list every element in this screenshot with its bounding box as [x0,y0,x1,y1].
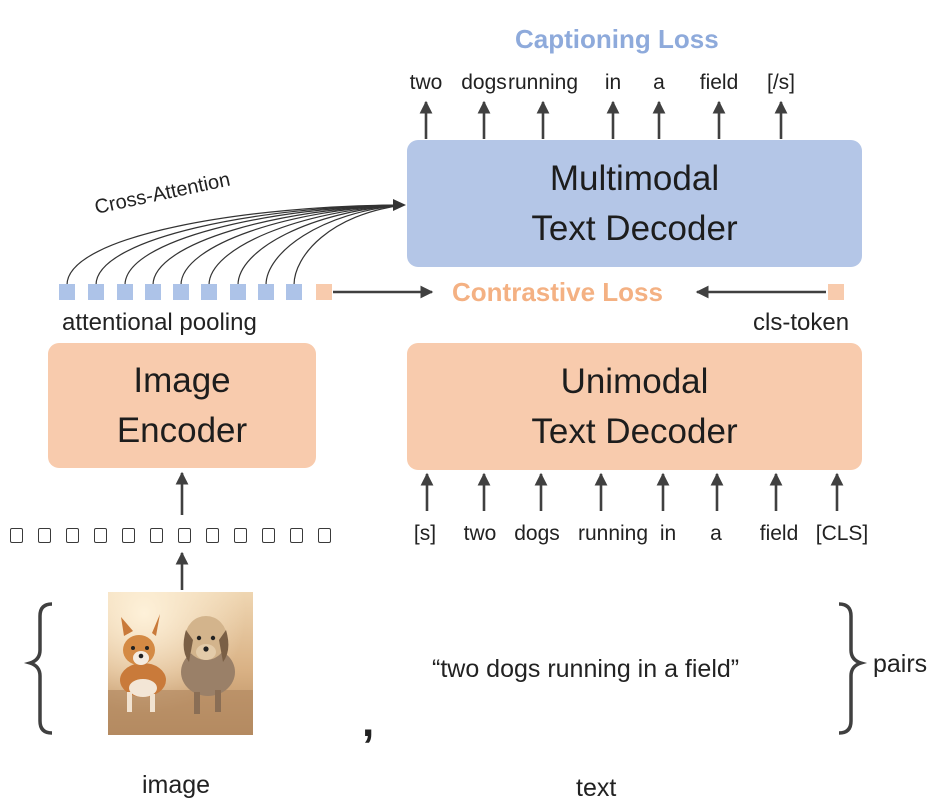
dogs-photo [108,592,253,735]
image-patch [122,528,135,543]
unimodal-decoder-line1: Unimodal [560,361,709,401]
pooling-token [117,284,133,300]
input-token: a [710,522,722,545]
attention-curve [208,204,405,286]
pooling-token [88,284,104,300]
attention-curve [95,204,405,286]
unimodal-text-decoder: Unimodal Text Decoder [407,343,862,470]
image-patch [94,528,107,543]
image-patch [10,528,23,543]
right-brace [838,602,868,735]
image-patch [38,528,51,543]
contrastive-loss-label: Contrastive Loss [452,277,663,307]
input-token: field [759,522,799,545]
image-encoder-line1: Image [133,360,231,400]
caption-text: “two dogs running in a field” [432,655,740,683]
attentional-pooling-label: attentional pooling [62,309,257,336]
input-token: in [659,522,677,545]
image-patch [178,528,191,543]
image-patch [234,528,247,543]
output-arrows [419,100,788,139]
output-token: dogs [461,71,507,94]
attention-curve [180,204,405,286]
image-label: image [142,771,211,799]
attention-curve [237,204,405,286]
image-patch [318,528,331,543]
image-patch [262,528,275,543]
pooling-token [173,284,189,300]
output-token: in [604,71,622,94]
left-brace [23,602,53,735]
cross-attention-curves [66,204,405,286]
image-patch [150,528,163,543]
image-encoder: Image Encoder [48,343,316,468]
output-token: running [507,71,579,94]
pooling-token [286,284,302,300]
pairs-label: pairs [873,650,928,678]
input-token: [CLS] [815,522,869,545]
output-token: field [699,71,739,94]
cross-attention-arrowhead [393,199,406,211]
input-arrows [420,472,844,511]
input-token: running [577,522,649,545]
pooling-token [258,284,274,300]
output-token: [/s] [766,71,796,94]
output-token: two [409,71,443,94]
contrastive-image-token [316,284,332,300]
attention-curve [265,204,405,286]
pair-comma: , [362,697,375,746]
input-token: dogs [514,522,560,545]
image-encoder-line2: Encoder [116,410,248,450]
input-token: [s] [413,522,437,545]
unimodal-decoder-line2: Text Decoder [531,411,738,451]
text-label: text [576,774,617,802]
multimodal-text-decoder: Multimodal Text Decoder [407,140,862,267]
pooling-token [230,284,246,300]
attention-curve [66,204,405,286]
multimodal-decoder-line2: Text Decoder [531,208,738,248]
pooling-token [59,284,75,300]
output-token: a [653,71,665,94]
pooling-token [145,284,161,300]
multimodal-decoder-line1: Multimodal [549,158,720,198]
pooling-token [201,284,217,300]
attention-curve [124,204,405,286]
cls-token-label: cls-token [753,309,850,336]
image-patch [66,528,79,543]
image-patch [290,528,303,543]
input-token: two [463,522,497,545]
captioning-loss-label: Captioning Loss [515,24,719,54]
attention-curve [152,204,405,286]
attention-curve [293,204,405,286]
image-patch [206,528,219,543]
cls-token-square [828,284,844,300]
